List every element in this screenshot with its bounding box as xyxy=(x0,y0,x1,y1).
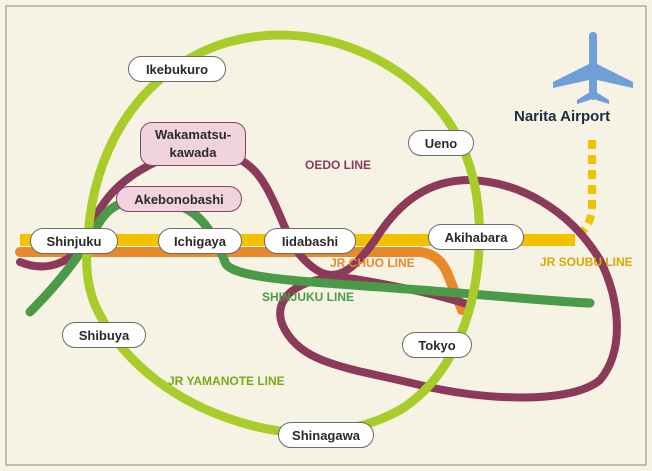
label-jr-chuo-line: JR CHUO LINE xyxy=(330,256,415,270)
oedo-line xyxy=(16,146,621,402)
station-tokyo: Tokyo xyxy=(402,332,472,358)
station-ichigaya: Ichigaya xyxy=(158,228,242,254)
narita-airport-label: Narita Airport xyxy=(514,108,611,125)
station-wakamatsu-kawada-line2: kawada xyxy=(169,145,217,160)
label-oedo-line: OEDO LINE xyxy=(305,158,372,172)
station-ikebukuro: Ikebukuro xyxy=(128,56,226,82)
label-jr-yamanote-line: JR YAMANOTE LINE xyxy=(168,374,285,388)
label-jr-soubu-line: JR SOUBU LINE xyxy=(540,255,633,269)
station-wakamatsu-kawada-line1: Wakamatsu- xyxy=(154,127,232,142)
station-akebonobashi: Akebonobashi xyxy=(116,186,242,212)
label-shinjuku-line: SHINJUKU LINE xyxy=(262,290,355,304)
station-ueno: Ueno xyxy=(408,130,474,156)
station-shinagawa: Shinagawa xyxy=(278,422,374,448)
station-shibuya: Shibuya xyxy=(62,322,146,348)
station-wakamatsu-kawada: Wakamatsu- kawada xyxy=(140,122,246,166)
station-iidabashi: Iidabashi xyxy=(264,228,356,254)
airport-connector xyxy=(570,140,596,242)
airplane-icon xyxy=(553,32,633,104)
station-akihabara: Akihabara xyxy=(428,224,524,250)
map-border xyxy=(5,5,647,466)
station-shinjuku: Shinjuku xyxy=(30,228,118,254)
jr-yamanote-line xyxy=(82,30,484,438)
jr-chuo-line xyxy=(15,247,467,315)
